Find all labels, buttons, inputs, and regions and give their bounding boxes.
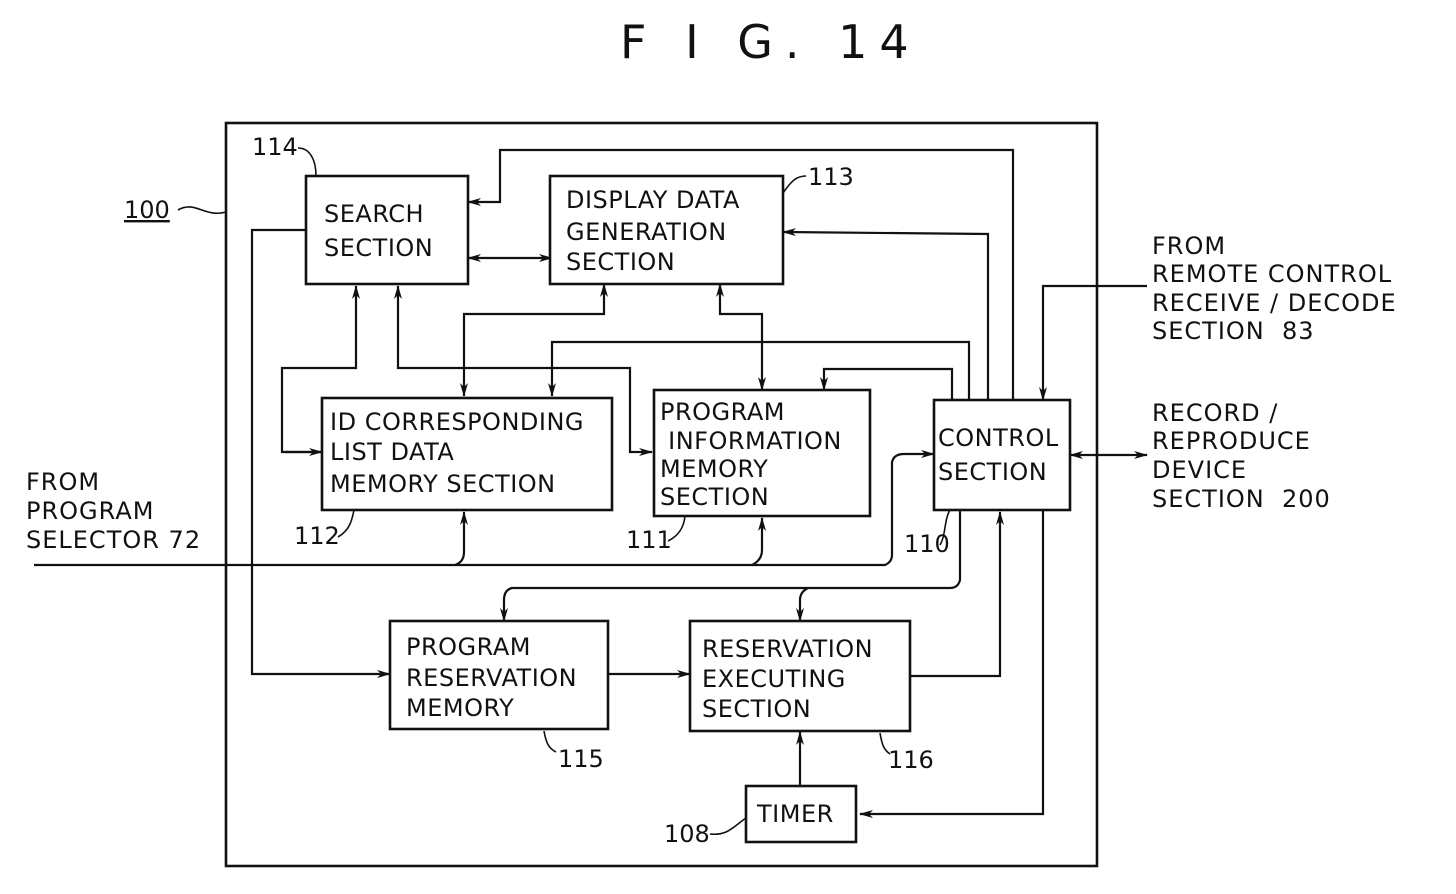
ref-label-114: 114 bbox=[252, 133, 298, 161]
leader-line bbox=[338, 510, 354, 537]
block-label-line: SECTION bbox=[660, 483, 769, 511]
ref-label-113: 113 bbox=[808, 163, 854, 191]
block-program-information-memory: PROGRAM INFORMATION MEMORY SECTION 111 bbox=[626, 390, 870, 554]
block-label-line: GENERATION bbox=[566, 218, 727, 246]
block-label-line: MEMORY bbox=[406, 694, 514, 722]
block-label-line: LIST DATA bbox=[330, 438, 454, 466]
block-search-section: SEARCH SECTION 114 bbox=[252, 133, 468, 284]
wire-control-to-resexec bbox=[800, 588, 808, 621]
external-label-line: SECTION 200 bbox=[1152, 485, 1331, 513]
external-label-line: REPRODUCE bbox=[1152, 427, 1311, 455]
block-label-line: ID CORRESPONDING bbox=[330, 408, 584, 436]
wire-display-idlist bbox=[464, 284, 604, 396]
leader-line bbox=[783, 176, 806, 193]
leader-line bbox=[178, 207, 226, 213]
external-label-line: FROM bbox=[26, 468, 100, 496]
block-label-line: RESERVATION bbox=[406, 664, 577, 692]
external-program-selector: FROM PROGRAM SELECTOR 72 bbox=[26, 468, 201, 554]
block-program-reservation-memory: PROGRAM RESERVATION MEMORY 115 bbox=[390, 621, 608, 773]
external-label-line: DEVICE bbox=[1152, 456, 1247, 484]
external-label-line: REMOTE CONTROL bbox=[1152, 260, 1392, 288]
block-label-line: EXECUTING bbox=[702, 665, 846, 693]
block-label-line: PROGRAM bbox=[660, 398, 785, 426]
ref-label-112: 112 bbox=[294, 522, 340, 550]
external-label-line: RECEIVE / DECODE bbox=[1152, 289, 1397, 317]
wire-selector-to-proginfo bbox=[455, 518, 762, 565]
block-label-line: SECTION bbox=[566, 248, 675, 276]
external-label-line: FROM bbox=[1152, 232, 1226, 260]
ref-label-108: 108 bbox=[664, 820, 710, 848]
external-remote-control: FROM REMOTE CONTROL RECEIVE / DECODE SEC… bbox=[1152, 232, 1397, 345]
wire-control-to-display bbox=[783, 232, 988, 400]
block-id-corresponding-list: ID CORRESPONDING LIST DATA MEMORY SECTIO… bbox=[294, 398, 612, 550]
block-label-line: TIMER bbox=[756, 800, 834, 828]
wire-remote-to-control bbox=[1043, 286, 1147, 400]
figure-title: F I G. 14 bbox=[620, 15, 921, 69]
leader-line bbox=[298, 148, 316, 176]
leader-line bbox=[710, 818, 746, 834]
ref-label-100: 100 bbox=[124, 196, 170, 224]
block-label-line: PROGRAM bbox=[406, 633, 531, 661]
block-label-line: CONTROL bbox=[938, 424, 1059, 452]
external-record-reproduce: RECORD / REPRODUCE DEVICE SECTION 200 bbox=[1152, 399, 1331, 513]
block-label-line: SECTION bbox=[324, 234, 433, 262]
block-label-line: DISPLAY DATA bbox=[566, 186, 740, 214]
block-label-line: SEARCH bbox=[324, 200, 424, 228]
block-control-section: CONTROL SECTION 110 bbox=[904, 400, 1070, 558]
external-label-line: SELECTOR 72 bbox=[26, 526, 201, 554]
block-timer: TIMER 108 bbox=[664, 786, 856, 848]
wire-display-proginfo bbox=[720, 284, 762, 390]
external-label-line: SECTION 83 bbox=[1152, 317, 1315, 345]
leader-line bbox=[544, 731, 556, 752]
block-display-data-generation: DISPLAY DATA GENERATION SECTION 113 bbox=[550, 163, 854, 284]
block-label-line: RESERVATION bbox=[702, 635, 873, 663]
block-label-line: SECTION bbox=[702, 695, 811, 723]
ref-label-115: 115 bbox=[558, 745, 604, 773]
block-label-line: INFORMATION bbox=[660, 427, 842, 455]
block-label-line: MEMORY bbox=[660, 455, 768, 483]
block-reservation-executing: RESERVATION EXECUTING SECTION 116 bbox=[690, 621, 934, 774]
block-label-line: MEMORY SECTION bbox=[330, 470, 556, 498]
external-label-line: RECORD / bbox=[1152, 399, 1278, 427]
block-label-line: SECTION bbox=[938, 458, 1047, 486]
ref-label-116: 116 bbox=[888, 746, 934, 774]
ref-label-111: 111 bbox=[626, 526, 672, 554]
external-label-line: PROGRAM bbox=[26, 497, 154, 525]
